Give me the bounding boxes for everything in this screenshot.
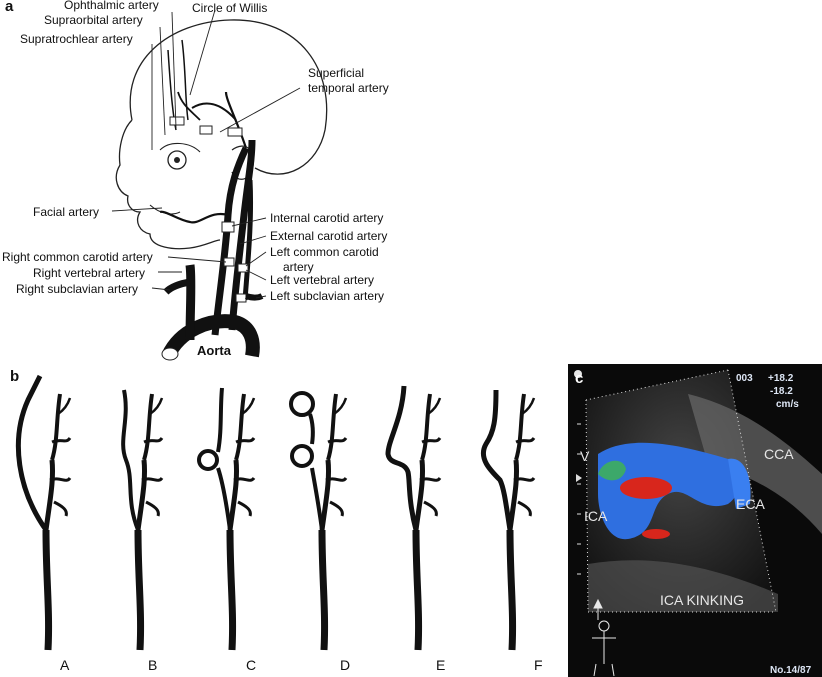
label-ica-kinking: ICA KINKING — [660, 592, 744, 608]
velocity-scale-top: +18.2 — [768, 373, 793, 384]
variant-d-double-coil — [291, 393, 346, 650]
variant-label-c: C — [246, 657, 256, 673]
probe-number: 003 — [736, 373, 753, 384]
variant-e-kinking — [388, 386, 440, 650]
label-cca: CCA — [764, 446, 794, 462]
velocity-scale-bottom: -18.2 — [770, 386, 793, 397]
variant-a-straight — [18, 376, 70, 650]
image-number: No.14/87 — [770, 665, 811, 676]
flow-red — [620, 477, 672, 499]
variant-f-severe-kinking — [483, 390, 534, 650]
variant-label-e: E — [436, 657, 445, 673]
label-v: V — [580, 448, 589, 464]
variant-b-tortuous — [123, 390, 162, 650]
ultrasound-image: c 003 +18.2 -18.2 cm/s V CCA ECA ICA ICA… — [568, 364, 822, 677]
variant-c-coil — [199, 388, 254, 650]
variant-label-a: A — [60, 657, 69, 673]
velocity-units: cm/s — [776, 399, 799, 410]
label-ica: ICA — [584, 508, 607, 524]
label-eca: ECA — [736, 496, 765, 512]
variant-label-f: F — [534, 657, 543, 673]
variant-label-b: B — [148, 657, 157, 673]
panel-label-c: c — [575, 370, 583, 387]
variant-label-d: D — [340, 657, 350, 673]
